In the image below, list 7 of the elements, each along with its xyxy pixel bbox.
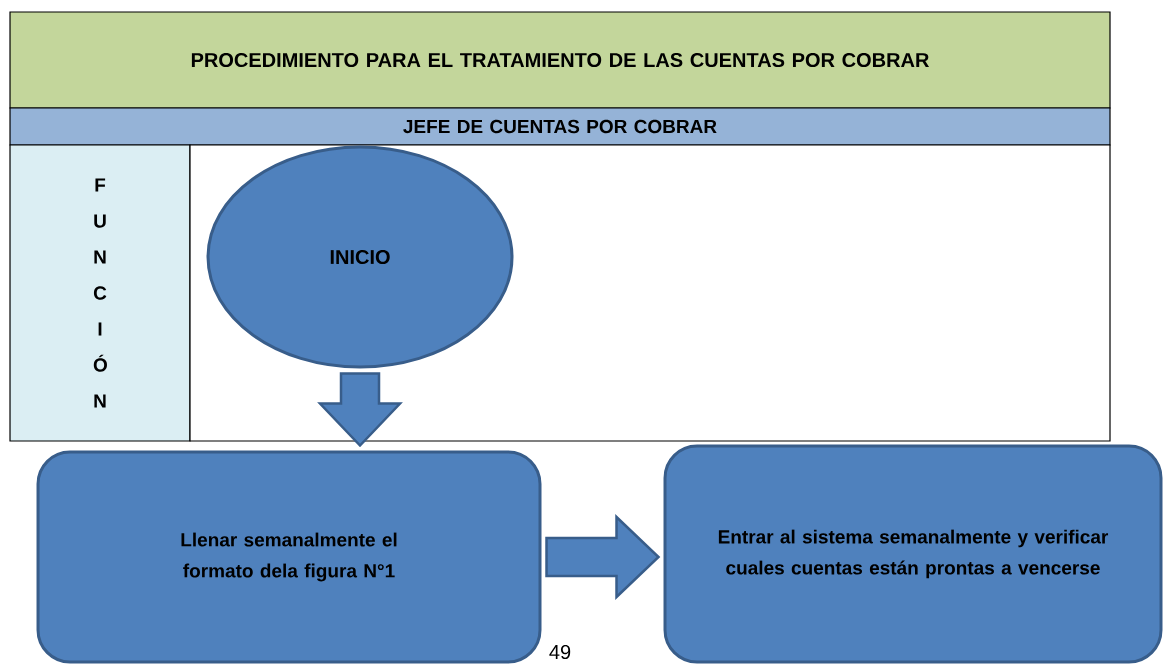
side-cell: F U N C I Ó N	[9, 144, 191, 442]
block-arrow	[545, 514, 661, 600]
header-band: JEFE DE CUENTAS POR COBRAR	[9, 107, 1111, 146]
process-box: Entrar al sistema semanalmente y verificar cuales cuentas están prontas a vencerse	[663, 444, 1163, 664]
process-box: Llenar semanalmente el formato dela figura N°1	[36, 450, 542, 664]
title-band: PROCEDIMIENTO PARA EL TRATAMIENTO DE LAS CUENTAS POR COBRAR	[9, 11, 1111, 109]
block-arrow	[317, 372, 403, 448]
